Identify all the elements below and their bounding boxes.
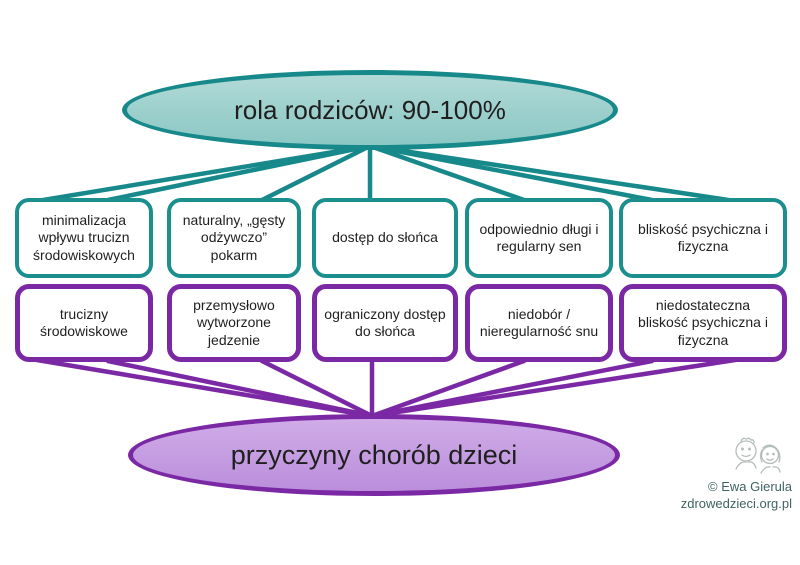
negative-box-label: trucizny środowiskowe [40, 305, 128, 340]
positive-box-closeness: bliskość psychiczna i fizyczna [619, 198, 787, 278]
negative-box-label: niedobór / nieregularność snu [479, 305, 599, 340]
positive-box-label: minimalizacja wpływu trucizn środowiskow… [33, 211, 135, 263]
negative-box-label: przemysłowo wytworzone jedzenie [193, 296, 275, 348]
credit-block: © Ewa Gierula zdrowedzieci.org.pl [681, 436, 792, 513]
positive-box-toxins-minimization: minimalizacja wpływu trucizn środowiskow… [15, 198, 153, 278]
positive-box-label: odpowiednio długi i regularny sen [479, 220, 599, 255]
positive-box-label: bliskość psychiczna i fizyczna [638, 220, 768, 255]
negative-box-label: ograniczony dostęp do słońca [324, 305, 446, 340]
positive-box-label: naturalny, „gęsty odżywczo” pokarm [182, 211, 286, 263]
teal-connectors [22, 143, 751, 206]
negative-box-sleep-deficit: niedobór / nieregularność snu [465, 284, 613, 362]
positive-box-label: dostęp do słońca [332, 229, 438, 246]
negative-box-processed-food: przemysłowo wytworzone jedzenie [167, 284, 301, 362]
positive-box-sun-access: dostęp do słońca [312, 198, 458, 278]
positive-box-regular-sleep: odpowiednio długi i regularny sen [465, 198, 613, 278]
negative-box-environmental-toxins: trucizny środowiskowe [15, 284, 153, 362]
positive-box-natural-food: naturalny, „gęsty odżywczo” pokarm [167, 198, 301, 278]
credit-author: © Ewa Gierula [708, 478, 792, 494]
purple-connectors [22, 355, 751, 419]
bottom-ellipse-label: przyczyny chorób dzieci [230, 439, 518, 470]
negative-box-label: niedostateczna bliskość psychiczna i fiz… [638, 296, 768, 348]
bottom-ellipse-causes-of-diseases: przyczyny chorób dzieci [128, 414, 620, 496]
negative-box-insufficient-closeness: niedostateczna bliskość psychiczna i fiz… [619, 284, 787, 362]
top-ellipse-role-of-parents: rola rodziców: 90-100% [122, 70, 618, 150]
negative-box-limited-sun: ograniczony dostęp do słońca [312, 284, 458, 362]
credit-website: zdrowedzieci.org.pl [680, 496, 792, 512]
top-ellipse-label: rola rodziców: 90-100% [234, 94, 506, 125]
children-sketch-icon [735, 437, 781, 474]
